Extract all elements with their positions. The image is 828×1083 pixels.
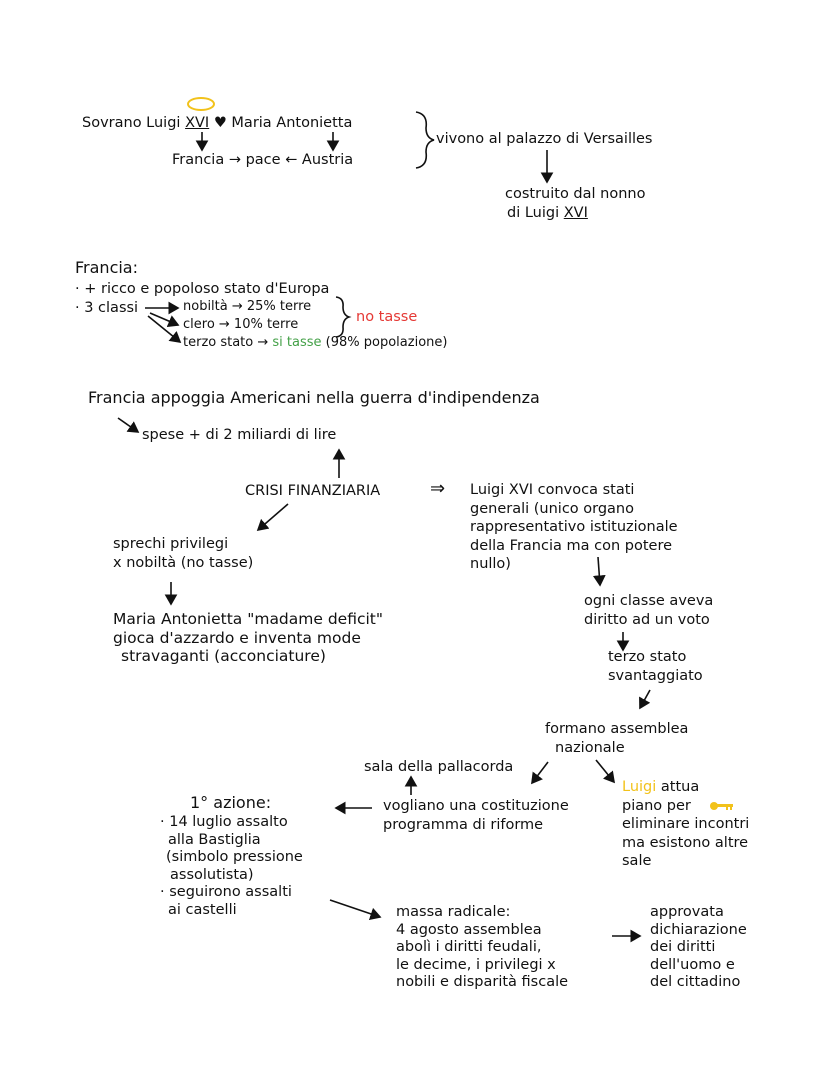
line: alla Bastiglia (168, 831, 261, 848)
line: dichiarazione (650, 921, 747, 938)
line: sale (622, 853, 652, 869)
line: · 14 luglio assalto (160, 814, 288, 830)
arrow-costituzione (531, 761, 549, 785)
roman-numeral: XVI (563, 205, 588, 221)
line: stravaganti (acconciature) (121, 647, 326, 665)
line: massa radicale: (396, 904, 511, 920)
halo-icon (187, 97, 215, 111)
heart-icon: ♥ (213, 115, 227, 131)
costruito-line-1: costruito dal nonno (505, 186, 646, 202)
sovrano-line: Sovrano Luigi XVI ♥ Maria Antonietta (82, 114, 352, 133)
line: sprechi privilegi (113, 536, 229, 552)
terzo-stato: terzo stato → si tasse (98% popolazione) (183, 334, 447, 353)
azione-list: · 14 luglio assalto alla Bastiglia (simb… (160, 814, 303, 919)
nobilta: nobiltà → 25% terre (183, 299, 312, 314)
brace-no-tasse (335, 296, 352, 338)
costruito-line-2: di Luigi XVI (507, 204, 588, 223)
line: nobili e disparità fiscale (396, 974, 569, 990)
line: nullo) (470, 556, 511, 572)
costruito-text: di Luigi (507, 205, 560, 221)
line: nazionale (555, 739, 625, 756)
arrow-massa (329, 899, 382, 920)
luigi-piano: Luigi attua piano per eliminare incontri… (622, 778, 749, 871)
appoggia: Francia appoggia Americani nella guerra … (88, 388, 540, 407)
line: Luigi attua (622, 778, 749, 797)
line: (simbolo pressione (166, 849, 303, 865)
attua: attua (660, 779, 700, 795)
vivono-versailles: vivono al palazzo di Versailles (436, 131, 653, 147)
arrow-sprechi (256, 503, 289, 532)
francia-pace-austria: Francia → pace ← Austria (172, 152, 354, 168)
pallacorda: sala della pallacorda (364, 759, 514, 775)
line: ogni classe aveva (584, 593, 714, 609)
line: della Francia ma con potere (470, 537, 673, 554)
key-icon (710, 801, 734, 810)
line: le decime, i privilegi x (396, 956, 556, 973)
bullet-classi: · 3 classi (75, 300, 139, 316)
azione-title: 1° azione: (190, 793, 272, 812)
arrow-terzo (147, 315, 182, 344)
line: assolutista) (170, 866, 254, 883)
line: piano per (622, 797, 749, 816)
line: vogliano una costituzione (383, 798, 569, 814)
maria-text: Maria Antonietta (231, 115, 353, 131)
crisi-finanziaria: CRISI FINANZIARIA (245, 483, 381, 499)
assemblea-nazionale: formano assemblea nazionale (545, 720, 688, 757)
line: gioca d'azzardo e inventa mode (113, 628, 361, 647)
spese: spese + di 2 miliardi di lire (142, 427, 337, 443)
brace (415, 111, 435, 169)
line: rappresentativo istituzionale (470, 519, 678, 535)
line: · seguirono assalti (160, 884, 292, 900)
massa-radicale: massa radicale: 4 agosto assemblea abolì… (396, 904, 568, 992)
bullet-ricco: · + ricco e popoloso stato d'Europa (75, 281, 330, 297)
arrow-assemblea (639, 689, 651, 710)
line: diritto ad un voto (584, 611, 710, 628)
si-tasse: si tasse (272, 335, 322, 350)
arrow-spese (117, 417, 140, 433)
sprechi: sprechi privilegi x nobiltà (no tasse) (113, 535, 253, 572)
line: Luigi XVI convoca stati (470, 482, 635, 498)
line: eliminare incontri (622, 816, 750, 832)
terzo-svantaggiato: terzo stato svantaggiato (608, 648, 703, 685)
line: approvata (650, 904, 724, 920)
implies-arrow: ⇒ (430, 478, 446, 499)
arrow-voto (592, 556, 606, 587)
line: programma di riforme (383, 816, 544, 833)
line: ai castelli (168, 901, 237, 918)
line: dell'uomo e (650, 956, 735, 973)
ogni-classe: ogni classe aveva diritto ad un voto (584, 592, 713, 629)
arrow-luigi-piano (595, 759, 616, 784)
no-tasse: no tasse (356, 309, 418, 325)
sovrano-text: Sovrano Luigi (82, 115, 181, 131)
line: del cittadino (650, 974, 741, 990)
line: x nobiltà (no tasse) (113, 554, 254, 571)
arrow-clero (149, 312, 180, 328)
costituzione: vogliano una costituzione programma di r… (383, 797, 569, 834)
maria-deficit: Maria Antonietta "madame deficit" gioca … (113, 610, 383, 666)
francia-title: Francia: (75, 258, 138, 277)
line: abolì i diritti feudali, (396, 939, 542, 955)
line: formano assemblea (545, 721, 689, 737)
line: ma esistono altre (622, 834, 749, 851)
line: svantaggiato (608, 667, 703, 684)
clero: clero → 10% terre (183, 317, 299, 332)
line: terzo stato (608, 649, 687, 665)
luigi-highlight: Luigi (622, 779, 657, 795)
roman-numeral: XVI (185, 115, 210, 131)
luigi-convoca: Luigi XVI convoca stati generali (unico … (470, 481, 678, 574)
piano-text: piano per (622, 797, 691, 814)
terzo-prefix: terzo stato → (183, 335, 269, 350)
terzo-suffix: (98% popolazione) (325, 335, 448, 350)
line: 4 agosto assemblea (396, 921, 542, 938)
dichiarazione: approvata dichiarazione dei diritti dell… (650, 904, 747, 992)
line: generali (unico organo (470, 500, 634, 517)
line: dei diritti (650, 939, 716, 955)
line: Maria Antonietta "madame deficit" (113, 610, 384, 628)
